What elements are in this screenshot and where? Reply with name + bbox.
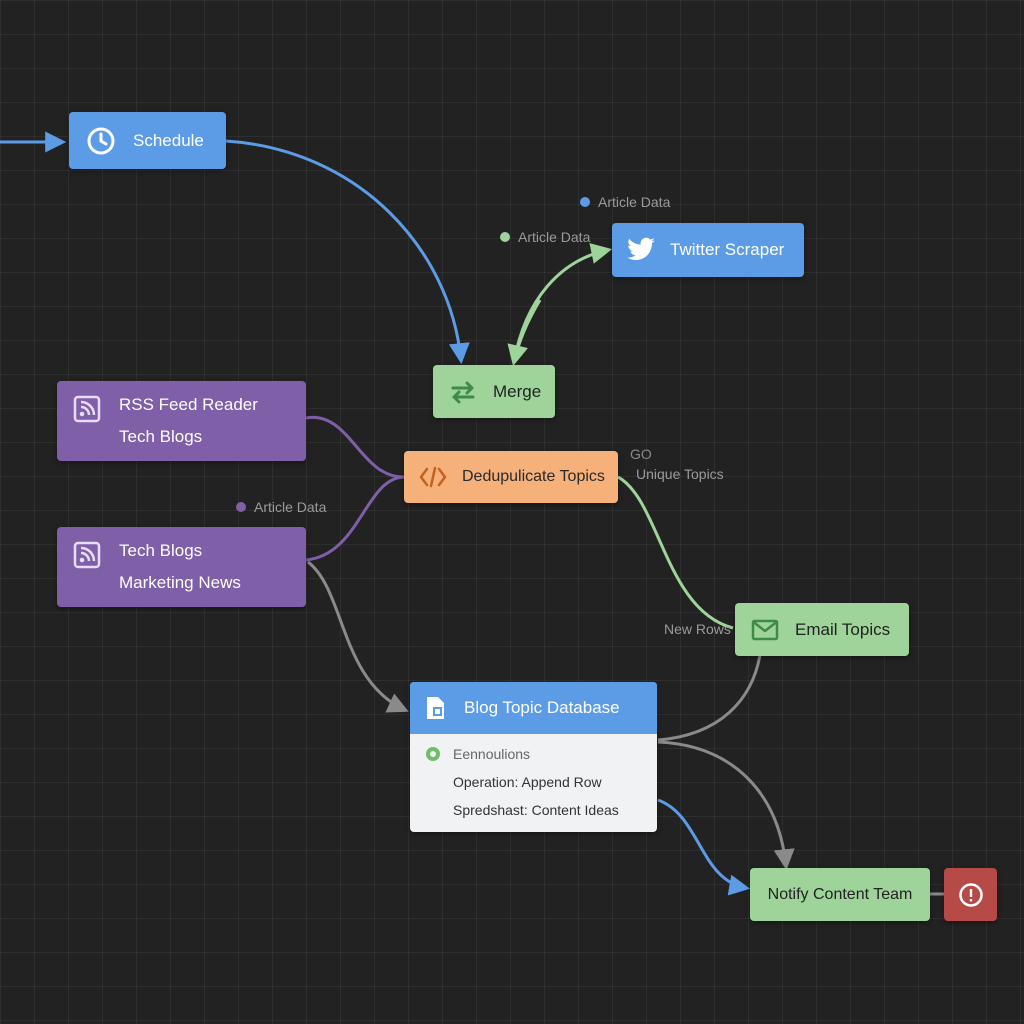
- rss-feed-icon: [73, 541, 101, 569]
- unique-topics-glyph-text: GO: [630, 446, 652, 462]
- green-dot: [500, 232, 510, 242]
- db-spreadsheet-text: Spredshast: Content Ideas: [453, 802, 619, 818]
- merge-arrows-icon: [449, 378, 477, 406]
- article-data-text: Article Data: [598, 194, 671, 210]
- wire-dedupe-to-email[interactable]: [617, 475, 734, 630]
- wire-tech-to-dedupe[interactable]: [305, 475, 405, 562]
- rss-feed-reader-title: RSS Feed Reader: [119, 395, 258, 414]
- database-file-icon: [424, 695, 450, 721]
- alert-icon: [958, 882, 984, 908]
- article-data-text: Article Data: [254, 499, 327, 515]
- wire-rss-to-dedupe[interactable]: [305, 415, 405, 479]
- merge-node[interactable]: Merge: [433, 365, 555, 418]
- envelope-icon: [751, 619, 779, 641]
- email-topics-node[interactable]: Email Topics: [735, 603, 909, 656]
- blue-dot: [580, 197, 590, 207]
- db-setting-text: Eennoulions: [453, 746, 531, 762]
- rss-feed-reader-node[interactable]: RSS Feed Reader Tech Blogs: [57, 381, 306, 461]
- article-data-label-blue: Article Data: [580, 194, 670, 210]
- settings-icon: [426, 747, 440, 761]
- article-data-label-green: Article Data: [500, 229, 590, 245]
- twitter-scraper-node[interactable]: Twitter Scraper: [612, 223, 804, 277]
- wire-db-to-notify-blue[interactable]: [657, 798, 751, 896]
- schedule-label: Schedule: [133, 130, 204, 150]
- article-data-text: Article Data: [518, 229, 591, 245]
- unique-topics-label: Unique Topics: [636, 466, 724, 482]
- clock-icon: [86, 126, 116, 156]
- tech-blogs-node[interactable]: Tech Blogs Marketing News: [57, 527, 306, 607]
- tech-blogs-subtitle: Marketing News: [119, 573, 241, 592]
- db-spreadsheet-row: Spredshast: Content Ideas: [410, 796, 657, 824]
- new-rows-text: New Rows: [664, 621, 731, 637]
- unique-topics-glyph: GO: [630, 446, 652, 462]
- wire-db-to-notify-gray[interactable]: [657, 740, 795, 871]
- blog-topic-database-title: Blog Topic Database: [464, 698, 620, 717]
- db-operation-row: Operation: Append Row: [410, 768, 657, 796]
- code-icon: [418, 465, 448, 489]
- blog-topic-database-header[interactable]: Blog Topic Database: [410, 682, 657, 734]
- twitter-bird-icon: [626, 235, 656, 265]
- tech-blogs-title: Tech Blogs: [119, 541, 203, 560]
- article-data-label-purple: Article Data: [236, 499, 326, 515]
- db-operation-text: Operation: Append Row: [453, 774, 602, 790]
- new-rows-label: New Rows: [664, 621, 731, 637]
- error-node[interactable]: [944, 868, 997, 921]
- wire-email-to-db[interactable]: [657, 654, 762, 742]
- merge-label: Merge: [493, 381, 542, 401]
- wire-merge-arrow-in[interactable]: [507, 299, 542, 367]
- wire-tech-to-db[interactable]: [307, 560, 409, 713]
- unique-topics-text: Unique Topics: [636, 466, 724, 482]
- rss-feed-icon: [73, 395, 101, 423]
- twitter-scraper-label: Twitter Scraper: [670, 240, 785, 259]
- dedupulicate-topics-node[interactable]: Dedupulicate Topics: [404, 451, 618, 503]
- email-topics-label: Email Topics: [795, 619, 891, 639]
- blog-topic-database-node[interactable]: Blog Topic Database Eennoulions Operatio…: [410, 682, 657, 832]
- rss-feed-reader-subtitle: Tech Blogs: [119, 427, 203, 446]
- purple-dot: [236, 502, 246, 512]
- notify-content-team-label: Notify Content Team: [767, 885, 913, 903]
- dedupulicate-topics-label: Dedupulicate Topics: [462, 468, 605, 485]
- schedule-node[interactable]: Schedule: [69, 112, 226, 169]
- db-setting-row: Eennoulions: [410, 740, 657, 768]
- notify-content-team-node[interactable]: Notify Content Team: [750, 868, 930, 921]
- wire-merge-to-twitter[interactable]: [512, 243, 613, 363]
- wire-schedule-to-merge[interactable]: [225, 139, 470, 365]
